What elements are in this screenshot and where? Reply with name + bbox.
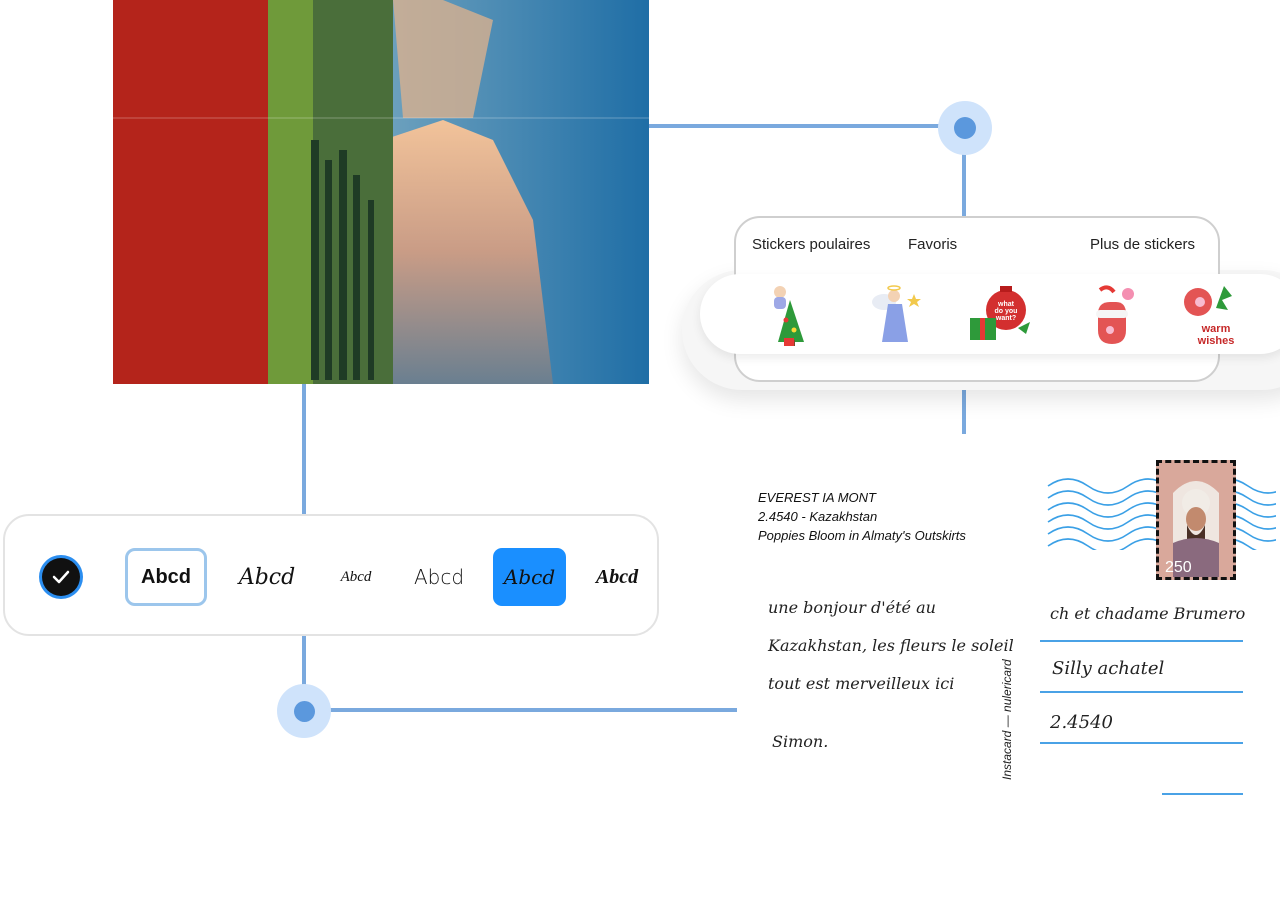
svg-text:want?: want? [995,315,1016,322]
svg-text:do you: do you [995,308,1018,315]
tab-popular-stickers[interactable]: Stickers poulaires [752,236,871,253]
message-line[interactable]: Kazakhstan, les fleurs le soleil [768,636,1014,655]
font-option-bold-sans[interactable]: Abcd [125,548,207,606]
font-picker-bar [3,514,659,636]
angel-tree-icon[interactable] [758,280,828,350]
font-option-script[interactable]: Abcd [340,568,372,585]
landscape-photo[interactable] [113,0,649,384]
mitten-icon[interactable] [1080,280,1150,350]
check-icon[interactable] [42,558,80,596]
address-rule [1162,793,1243,795]
connector-line [649,124,967,128]
landscape-photo-image [113,0,649,384]
address-line-1[interactable]: ch et chadame Brumero [1050,604,1246,623]
warm-wishes-icon[interactable]: warm wishes [1180,280,1250,350]
tab-favorites[interactable]: Favoris [908,236,958,253]
postage-stamp: 250 [1156,460,1236,580]
postcard-title: EVEREST IA MONT [758,490,876,505]
message-line[interactable]: tout est merveilleux ici [768,674,955,693]
font-option-light-sans[interactable]: Abcd [413,565,465,589]
address-rule [1040,691,1243,693]
tab-more-stickers[interactable]: Plus de stickers [1090,236,1196,253]
font-option-calligraphy[interactable]: Abcd [595,565,639,588]
message-line[interactable]: une bonjour d'été au [768,598,936,617]
address-line-3[interactable]: 2.4540 [1050,712,1113,733]
message-signature[interactable]: Simon. [772,732,829,751]
address-rule [1040,742,1243,744]
address-rule [1040,640,1243,642]
svg-text:warm: warm [1201,323,1231,335]
postcard-sidebar-text: Instacard — nulericard [1000,659,1014,780]
address-line-2[interactable]: Silly achatel [1052,658,1165,679]
postcard-meta: 2.4540 - Kazakhstan [758,509,878,524]
connector-node-core [294,701,315,722]
svg-text:wishes: wishes [1197,335,1235,347]
gift-bag-icon[interactable]: what do you want? [966,280,1036,350]
stamp-portrait-icon [1159,463,1233,577]
svg-text:what: what [997,301,1015,308]
stamp-value: 250 [1165,559,1192,576]
connector-line [302,636,306,710]
font-option-italic[interactable]: Abcd [238,564,296,590]
connector-line [302,384,306,514]
font-option-selected[interactable]: Abcd [493,548,566,606]
postcard-caption: Poppies Bloom in Almaty's Outskirts [758,528,966,543]
angel-star-icon[interactable] [862,280,932,350]
connector-line [304,708,737,712]
connector-node-core [954,117,976,139]
